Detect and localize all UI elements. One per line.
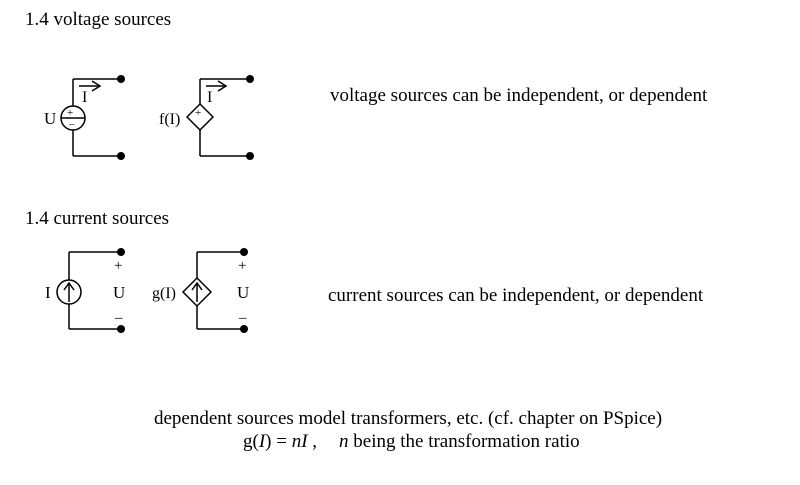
minus-sign: – [68,118,75,130]
voltage-source-label: U [44,109,56,128]
plus-sign: + [195,107,201,119]
voltage-sources-description: voltage sources can be independent, or d… [330,85,708,106]
dependent-current-label: g(I) [152,285,176,302]
current-source-label: I [45,283,51,302]
current-label: I [207,89,212,106]
plus-sign: + [238,258,246,274]
minus-sign: – [238,310,247,326]
terminal-dot [117,75,125,83]
terminal-dot [117,248,125,256]
heading-voltage-sources: 1.4 voltage sources [25,9,172,30]
formula-text-n: n [339,431,349,452]
minus-sign: – [114,310,123,326]
terminal-dot [246,75,254,83]
formula-variable2: I [301,431,308,452]
current-label: I [82,89,87,106]
formula-mid: ) = [265,431,292,452]
formula-text: being the transformation ratio [348,431,580,452]
terminal-dot [117,152,125,160]
dependent-source-diamond [181,276,213,308]
dependent-voltage-source [185,78,250,157]
footer-line: dependent sources model transformers, et… [154,408,663,429]
formula-sep: , [307,431,318,452]
dependent-voltage-label: f(I) [159,111,180,128]
formula-n: n [291,431,302,452]
plus-sign: + [114,258,122,274]
voltage-label: U [237,283,249,302]
formula-variable: I [258,431,266,452]
formula-line: g(I) = nI ,n being the transformation ra… [243,432,580,451]
terminal-dot [246,152,254,160]
plus-sign: + [67,107,73,119]
current-source-circle [56,279,82,305]
formula-lhs: g( [243,431,259,452]
independent-voltage-source [60,78,121,157]
terminal-dot [240,248,248,256]
dependent-source-diamond [185,102,215,132]
terminal-dot [117,325,125,333]
dependent-current-source [181,251,244,330]
independent-current-source [56,251,121,330]
voltage-label: U [113,283,125,302]
terminal-dot [240,325,248,333]
heading-current-sources: 1.4 current sources [25,208,170,229]
current-sources-description: current sources can be independent, or d… [328,285,704,306]
